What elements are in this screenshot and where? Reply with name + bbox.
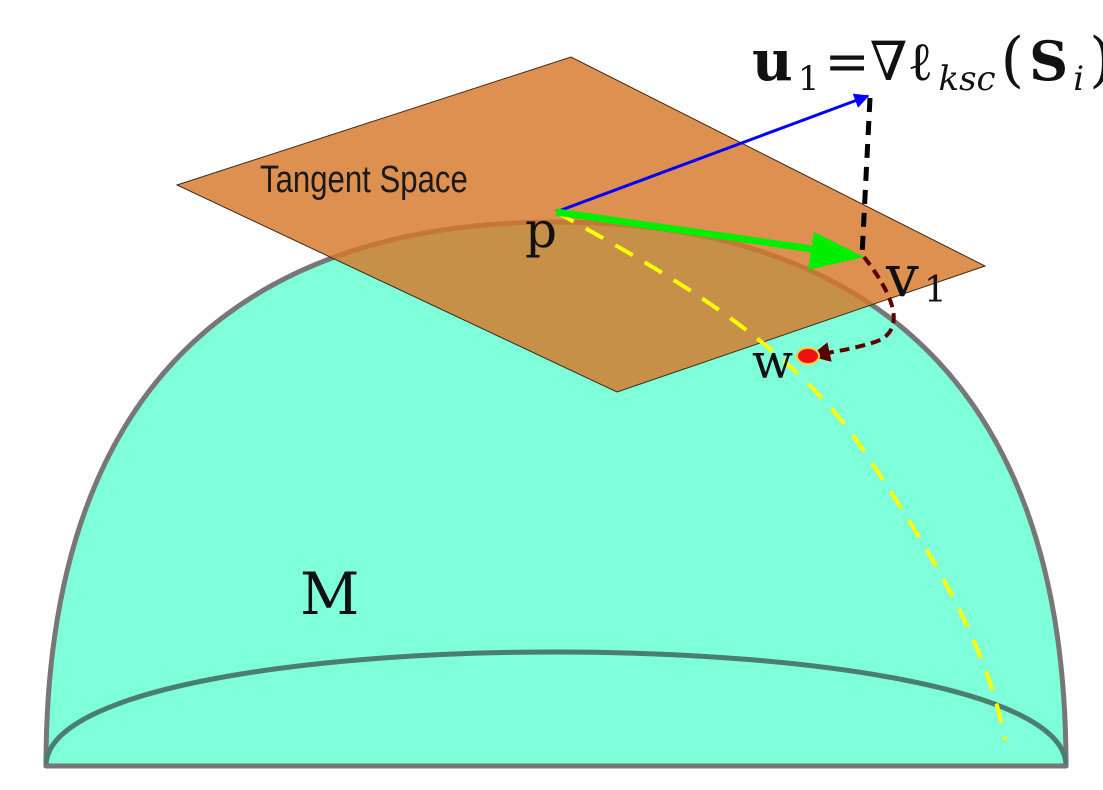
tangent-plane bbox=[175, 56, 987, 393]
gradient-paren-open: ( bbox=[1001, 25, 1024, 95]
point-p-label: p bbox=[525, 201, 557, 259]
tangent-vector-arrowhead bbox=[808, 232, 864, 270]
gradient-S: S bbox=[1029, 29, 1068, 93]
gradient-u-subscript: 1 bbox=[798, 59, 820, 99]
projection-dashed-line bbox=[859, 97, 873, 257]
geodesic-curve bbox=[555, 210, 1007, 741]
manifold-label: M bbox=[300, 560, 359, 628]
vector-v1-subscript: 1 bbox=[924, 270, 947, 311]
gradient-ell-subscript: ksc bbox=[938, 59, 995, 99]
vector-v1-main: v bbox=[885, 242, 919, 310]
retraction-curve bbox=[810, 255, 896, 362]
gradient-arrow-u1 bbox=[555, 93, 870, 214]
gradient-equals-nabla-ell: =∇ℓ bbox=[825, 30, 934, 93]
gradient-u-main: u bbox=[752, 28, 793, 94]
point-w-label: w bbox=[752, 334, 793, 390]
tangent-vector-v1 bbox=[555, 208, 827, 255]
tangent-space-label: Tangent Space bbox=[260, 159, 468, 201]
gradient-S-subscript: i bbox=[1073, 59, 1084, 99]
gradient-paren-close: ) bbox=[1089, 25, 1103, 95]
vector-v1-label: v 1 bbox=[885, 242, 947, 311]
gradient-formula-label: u 1 =∇ℓ ksc ( S i ) bbox=[752, 25, 1103, 99]
point-w-dot bbox=[796, 347, 820, 365]
